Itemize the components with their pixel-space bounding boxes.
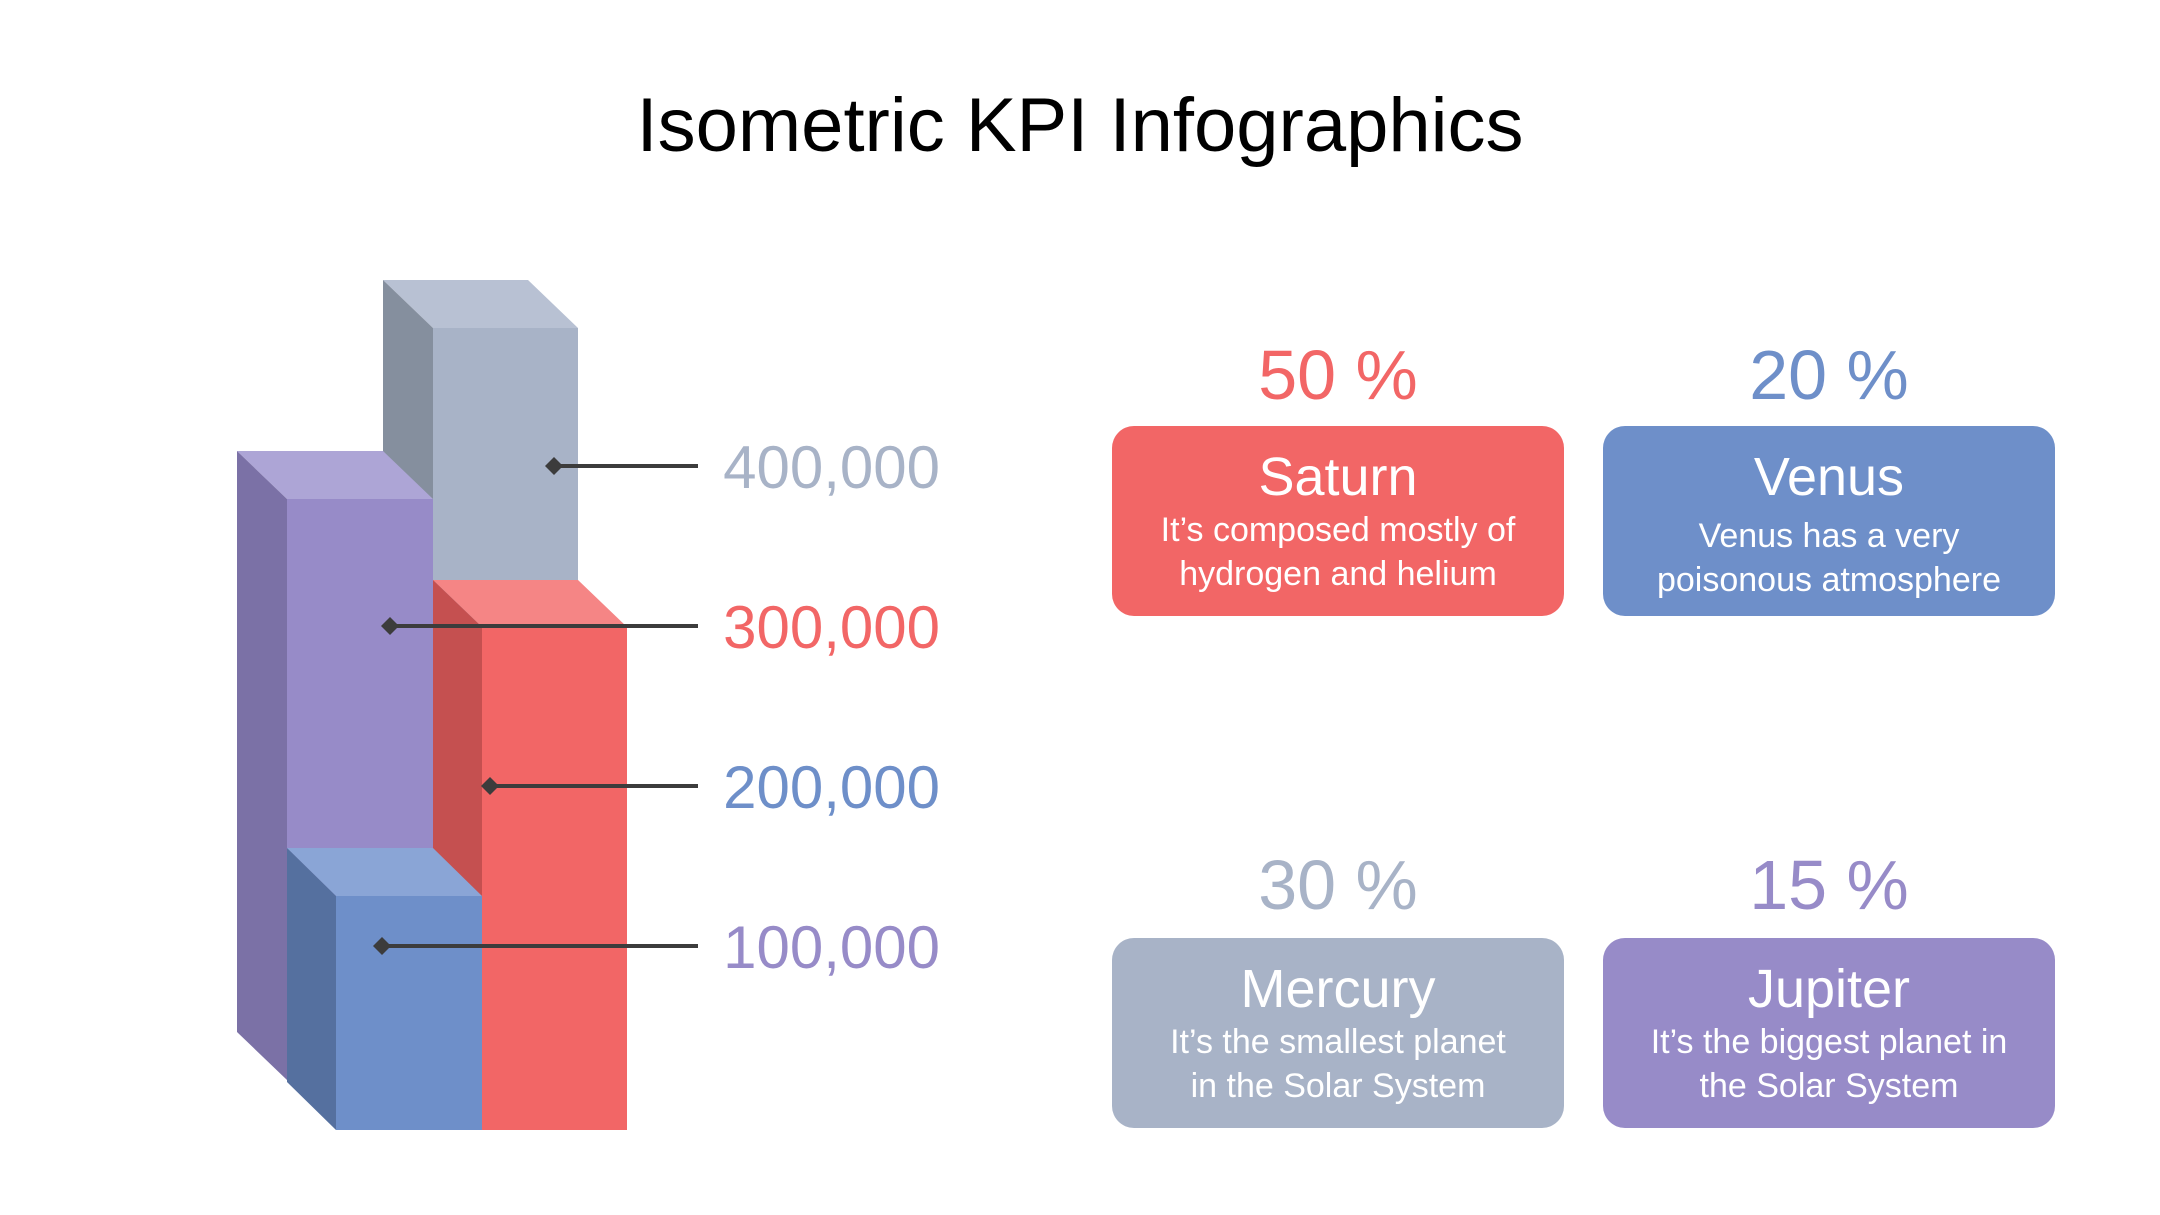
kpi-percent-venus: 20 % <box>1749 336 1909 414</box>
kpi-card-mercury: Mercury It’s the smallest planet in the … <box>1112 938 1564 1128</box>
page-title: Isometric KPI Infographics <box>636 83 1524 168</box>
bar-purple-top <box>237 451 433 499</box>
kpi-card-desc: Venus has a very <box>1698 517 1960 555</box>
leader-line-300000 <box>381 617 698 635</box>
kpi-percent-saturn: 50 % <box>1258 336 1418 414</box>
value-label-400000: 400,000 <box>723 434 940 501</box>
kpi-card-title: Mercury <box>1240 959 1436 1019</box>
bar-gray-top <box>383 280 578 328</box>
leader-line-200000 <box>481 777 698 795</box>
bar-red <box>433 580 627 1130</box>
kpi-percent-jupiter: 15 % <box>1749 846 1909 924</box>
kpi-card-title: Venus <box>1753 447 1905 507</box>
bar-blue <box>287 848 482 1130</box>
bar-red-front <box>482 627 627 1130</box>
kpi-card-desc: the Solar System <box>1699 1067 1959 1105</box>
bar-red-top <box>433 580 627 627</box>
value-label-200000: 200,000 <box>723 754 940 821</box>
bar-blue-side <box>287 848 336 1130</box>
kpi-percent-mercury: 30 % <box>1258 846 1418 924</box>
kpi-card-desc: It’s composed mostly of <box>1160 511 1516 549</box>
bar-blue-top <box>287 848 482 896</box>
bar-blue-front <box>336 896 482 1130</box>
kpi-card-jupiter: Jupiter It’s the biggest planet in the S… <box>1603 938 2055 1128</box>
kpi-card-desc: in the Solar System <box>1190 1067 1486 1105</box>
kpi-card-title: Jupiter <box>1747 959 1911 1019</box>
value-label-100000: 100,000 <box>723 914 940 981</box>
kpi-card-desc: It’s the biggest planet in <box>1650 1023 2008 1061</box>
value-label-300000: 300,000 <box>723 594 940 661</box>
leader-line-400000 <box>545 457 698 475</box>
kpi-card-desc: poisonous atmosphere <box>1656 561 2001 599</box>
kpi-card-venus: Venus Venus has a very poisonous atmosph… <box>1603 426 2055 616</box>
bar-purple-side <box>237 451 287 1080</box>
kpi-card-title: Saturn <box>1258 447 1418 507</box>
kpi-card-desc: hydrogen and helium <box>1179 555 1497 593</box>
kpi-card-saturn: Saturn It’s composed mostly of hydrogen … <box>1112 426 1564 616</box>
leader-line-100000 <box>373 937 698 955</box>
kpi-card-desc: It’s the smallest planet <box>1170 1023 1506 1061</box>
